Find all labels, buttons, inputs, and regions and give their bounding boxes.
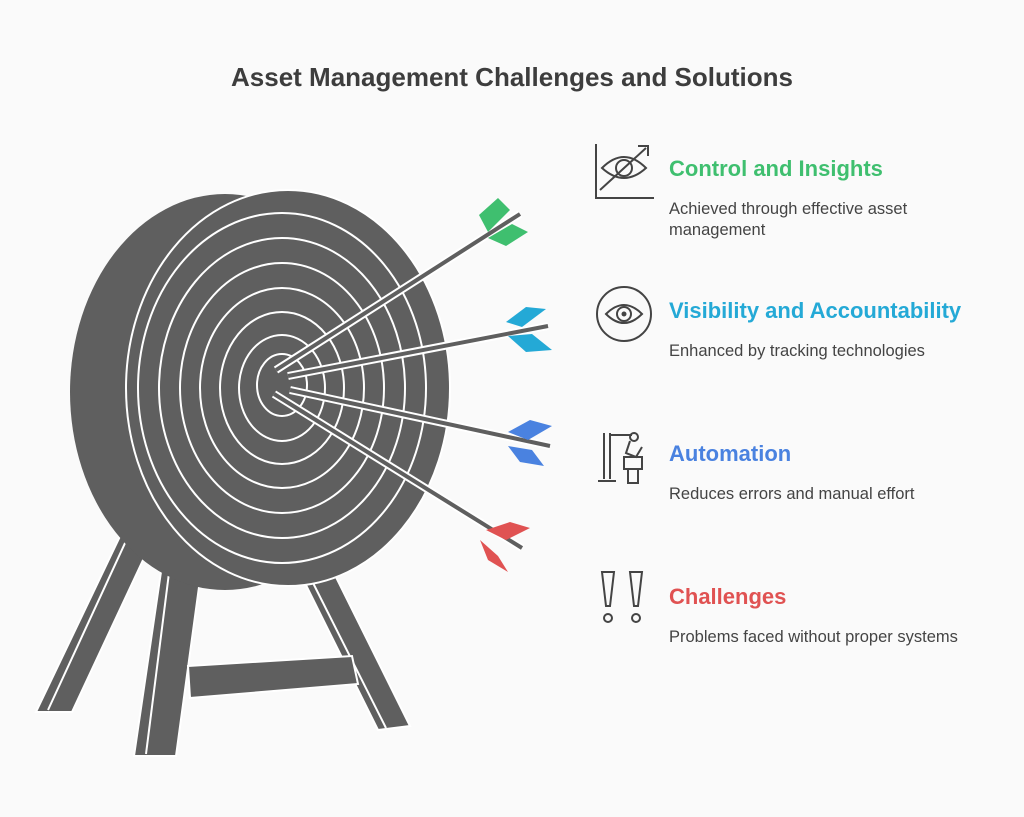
page-title: Asset Management Challenges and Solution… xyxy=(231,62,793,92)
item-label: Visibility and Accountability xyxy=(669,298,962,323)
item-label: Challenges xyxy=(669,584,787,609)
eye-chart-icon xyxy=(595,144,654,199)
item-description: Reduces errors and manual effort xyxy=(669,485,915,503)
robot-arm-icon xyxy=(598,432,643,484)
item-label: Control and Insights xyxy=(669,156,883,181)
exclamation-icon xyxy=(600,571,644,623)
arrow-green xyxy=(273,198,528,374)
item-description: Achieved through effective asset managem… xyxy=(669,200,908,239)
item-description: Problems faced without proper systems xyxy=(669,628,958,646)
item-label: Automation xyxy=(669,441,792,466)
arrow-cyan xyxy=(287,307,552,380)
arrow-red xyxy=(271,390,530,572)
target-stand xyxy=(34,527,412,757)
item-description: Enhanced by tracking technologies xyxy=(669,342,925,360)
archery-target-illustration xyxy=(34,189,552,757)
target-board xyxy=(70,189,451,590)
arrow-blue xyxy=(289,386,552,466)
eye-icon xyxy=(596,286,652,342)
